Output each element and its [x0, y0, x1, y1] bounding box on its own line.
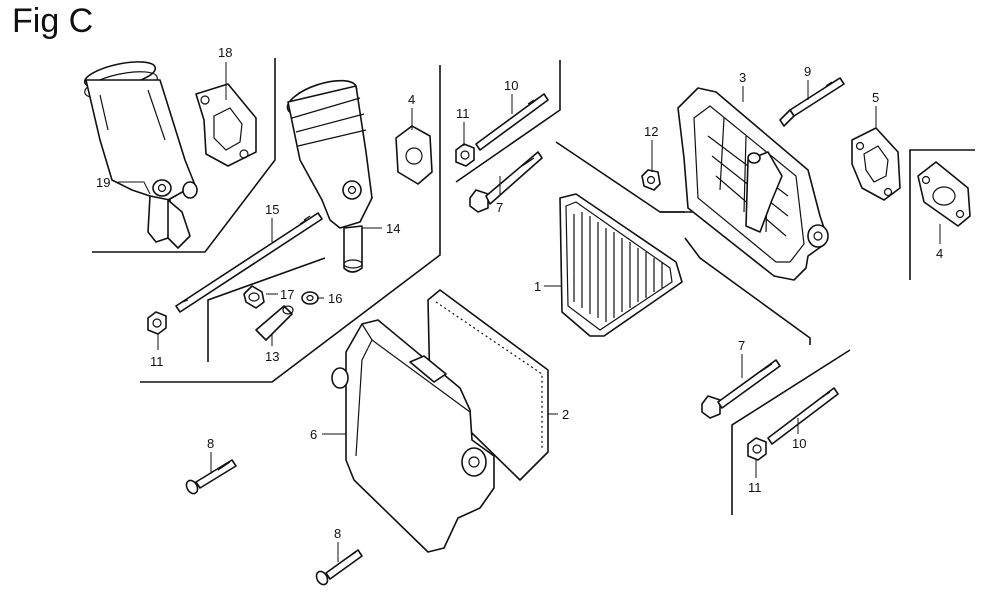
callout-13: 13: [265, 349, 279, 364]
callout-18: 18: [218, 45, 232, 60]
callout-5: 5: [872, 90, 879, 105]
callout-3: 3: [739, 70, 746, 85]
callout-6: 6: [310, 427, 317, 442]
callout-9: 9: [804, 64, 811, 79]
group-outline-gasket-right: [909, 149, 975, 280]
callout-labels: 18 19 4 14 15 17 16 13 11 11 10 7 12 3 9…: [96, 45, 943, 541]
callout-2: 2: [562, 407, 569, 422]
stud-bolt-short: [779, 77, 845, 127]
callout-15: 15: [265, 202, 279, 217]
gasket-right: [917, 161, 971, 227]
intake-elbow: [83, 61, 198, 249]
bolt-8-lower: [315, 549, 363, 586]
group-outline-intake: [140, 65, 441, 383]
leader-lines: [118, 62, 941, 562]
callout-1: 1: [534, 279, 541, 294]
group-outline-elbow: [92, 58, 276, 253]
spacer: [255, 305, 294, 341]
bolt-8-upper: [185, 459, 237, 495]
callout-4-upper: 4: [408, 92, 415, 107]
callout-12: 12: [644, 124, 658, 139]
callout-19: 19: [96, 175, 110, 190]
callout-4-right: 4: [936, 246, 943, 261]
callout-11-left: 11: [150, 354, 164, 369]
air-cleaner-cover: [331, 319, 495, 553]
bolt-upper: [475, 93, 549, 151]
gasket-bracket: [851, 127, 901, 201]
callout-7-lower: 7: [738, 338, 745, 353]
stud-bolt-long: [175, 212, 323, 313]
callout-16: 16: [328, 291, 342, 306]
callout-7-upper: 7: [496, 200, 503, 215]
bolt-lower: [767, 387, 839, 445]
air-filter-element: [559, 193, 683, 337]
nut: [641, 169, 661, 191]
gasket-small-upper: [395, 125, 433, 185]
callout-8-lower: 8: [334, 526, 341, 541]
callout-10-upper: 10: [504, 78, 518, 93]
flange-nut-left: [147, 311, 167, 335]
callout-14: 14: [386, 221, 400, 236]
flange-nut-lower: [747, 437, 767, 461]
figure-title: Fig C: [12, 2, 94, 40]
flange-nut-upper: [455, 143, 475, 167]
gasket-elbow: [195, 83, 257, 167]
washer: [301, 291, 319, 305]
callout-17: 17: [280, 287, 294, 302]
group-outline-bolts-right: [731, 349, 851, 515]
callout-10-lower: 10: [792, 436, 806, 451]
flange-bolt-lower: [701, 359, 781, 419]
callout-11-upper: 11: [456, 106, 470, 121]
callout-11-lower: 11: [748, 480, 762, 495]
flange-bolt-upper: [469, 151, 543, 213]
collar: [243, 285, 265, 309]
intake-pipe: [286, 79, 373, 273]
callout-8-upper: 8: [207, 436, 214, 451]
air-cleaner-case: [677, 87, 829, 281]
